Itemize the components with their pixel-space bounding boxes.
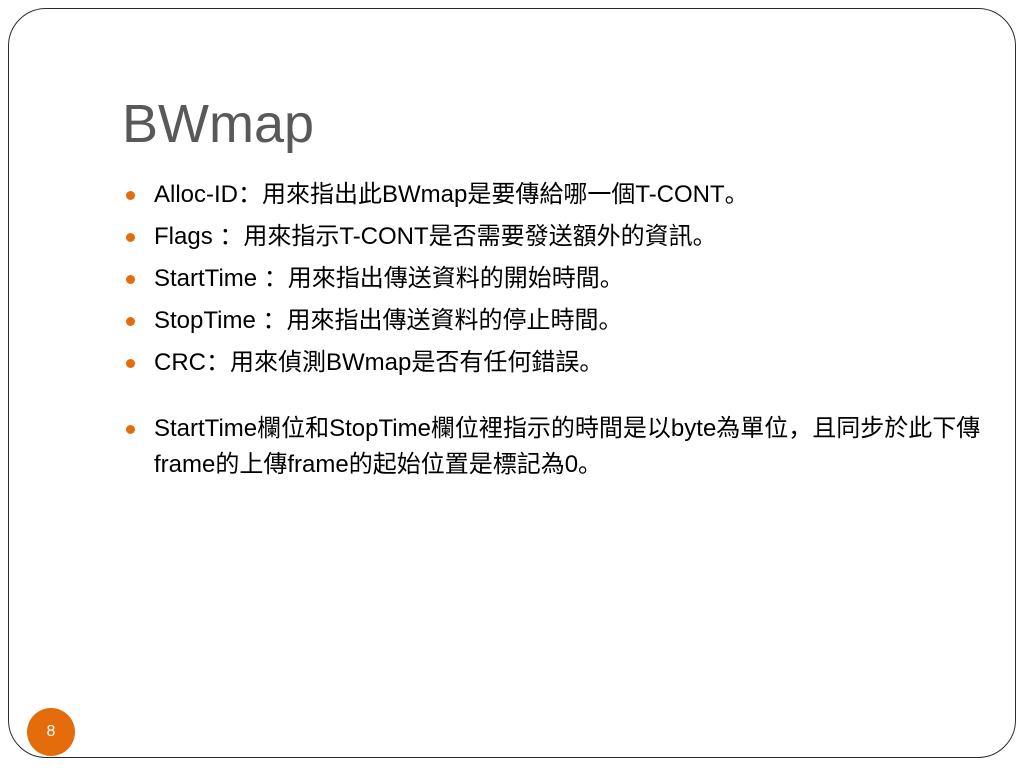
- bullet-text: CRC：用來偵測BWmap是否有任何錯誤。: [154, 349, 604, 376]
- bullet-text: StopTime ：用來指出傳送資料的停止時間。: [154, 307, 623, 334]
- page-number-badge: 8: [27, 708, 75, 756]
- bullet-item-flags: Flags ：用來指示T-CONT是否需要發送額外的資訊。: [126, 219, 984, 255]
- bullet-dot-icon: [126, 359, 135, 368]
- slide: BWmap Alloc-ID：用來指出此BWmap是要傳給哪一個T-CONT。 …: [8, 8, 1016, 758]
- bullet-item-alloc-id: Alloc-ID：用來指出此BWmap是要傳給哪一個T-CONT。: [126, 177, 984, 213]
- bullet-dot-icon: [126, 233, 135, 242]
- bullet-text: Alloc-ID：用來指出此BWmap是要傳給哪一個T-CONT。: [154, 181, 749, 208]
- bullet-list: Alloc-ID：用來指出此BWmap是要傳給哪一個T-CONT。 Flags …: [126, 177, 984, 489]
- bullet-dot-icon: [126, 425, 135, 434]
- bullet-dot-icon: [126, 317, 135, 326]
- bullet-item-crc: CRC：用來偵測BWmap是否有任何錯誤。: [126, 345, 984, 381]
- bullet-item-starttime: StartTime ：用來指出傳送資料的開始時間。: [126, 261, 984, 297]
- bullet-item-stoptime: StopTime ：用來指出傳送資料的停止時間。: [126, 303, 984, 339]
- slide-title: BWmap: [122, 94, 315, 154]
- bullet-dot-icon: [126, 191, 135, 200]
- bullet-item-time-unit: StartTime欄位和StopTime欄位裡指示的時間是以byte為單位，且同…: [126, 411, 984, 483]
- bullet-text: Flags ：用來指示T-CONT是否需要發送額外的資訊。: [154, 223, 717, 250]
- bullet-text: StartTime欄位和StopTime欄位裡指示的時間是以byte為單位，且同…: [154, 415, 981, 478]
- bullet-text: StartTime ：用來指出傳送資料的開始時間。: [154, 265, 624, 292]
- bullet-dot-icon: [126, 275, 135, 284]
